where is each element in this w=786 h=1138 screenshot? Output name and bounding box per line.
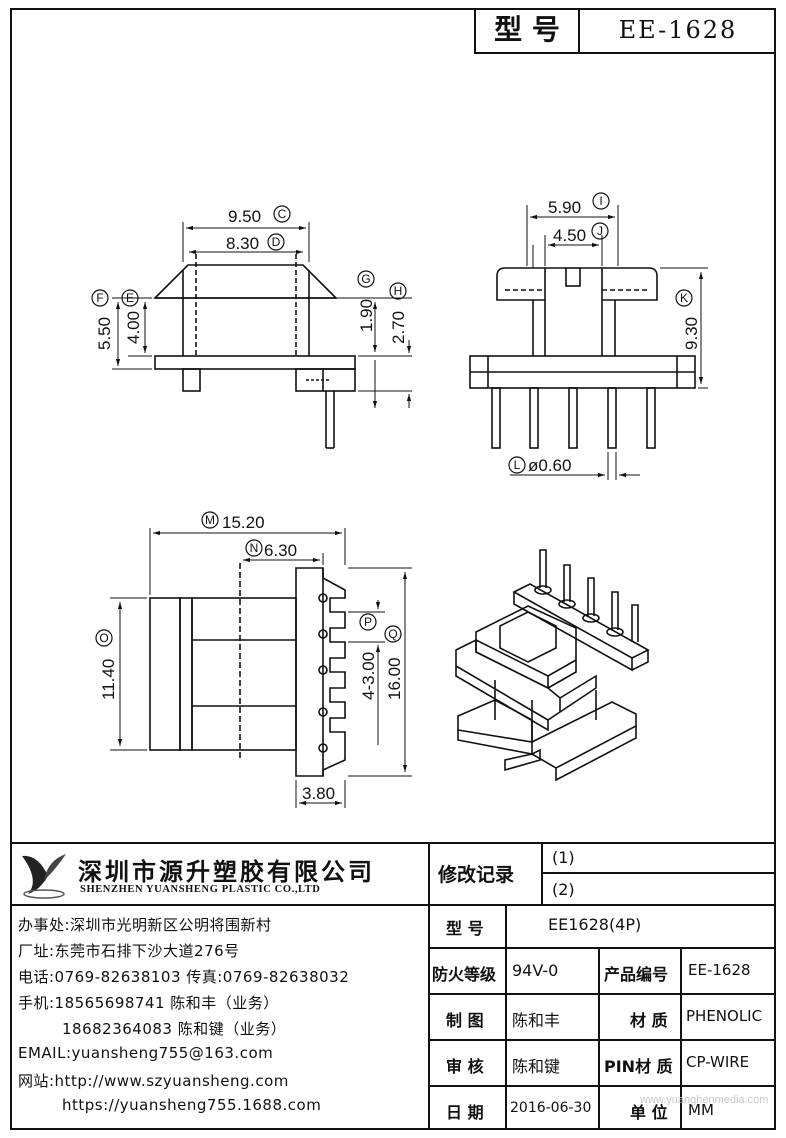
dim-e-letter: E — [126, 291, 134, 305]
dim-i-letter: I — [599, 194, 602, 208]
spec-date-label: 日 期 — [446, 1103, 484, 1122]
dim-m-letter: M — [205, 513, 215, 527]
dim-l-letter: L — [514, 458, 521, 472]
phone-fax: 电话:0769-82638103 传真:0769-82638032 — [18, 968, 350, 986]
front-view — [112, 222, 412, 449]
watermark: www.yuanghenmedia.com — [640, 1094, 769, 1106]
dim-i-value: 5.90 — [548, 198, 581, 217]
dim-j-value: 4.50 — [553, 226, 586, 245]
dim-m-value: 15.20 — [222, 513, 265, 532]
spec-material-label: 材 质 — [630, 1011, 668, 1030]
dim-d-letter: D — [272, 235, 281, 249]
dimension-labels: 9.50 C 8.30 D F E 5.50 4.00 G H 1.90 2.7… — [95, 194, 701, 803]
dim-l-value: ø0.60 — [528, 456, 571, 475]
dim-q-letter: Q — [388, 627, 397, 641]
isometric-view — [455, 549, 650, 782]
dim-g-letter: G — [361, 272, 370, 286]
technical-drawing: 9.50 C 8.30 D F E 5.50 4.00 G H 1.90 2.7… — [91, 192, 708, 808]
dimension-markers — [91, 192, 693, 647]
dim-g-value: 1.90 — [357, 299, 376, 332]
revision-1: (1) — [552, 848, 575, 867]
website-2: https://yuansheng755.1688.com — [62, 1096, 322, 1114]
spec-fire-label: 防火等级 — [432, 965, 497, 984]
dim-q-value: 16.00 — [385, 657, 404, 700]
dim-h-letter: H — [394, 284, 403, 298]
dim-f-value: 5.50 — [95, 317, 114, 350]
mobile-1: 手机:18565698741 陈和丰（业务） — [18, 994, 279, 1012]
dim-k-value: 9.30 — [682, 317, 701, 350]
factory-address: 厂址:东莞市石排下沙大道276号 — [18, 942, 240, 960]
spec-product-no-label: 产品编号 — [604, 965, 669, 984]
spec-date-value: 2016-06-30 — [510, 1100, 592, 1116]
spec-fire-value: 94V-0 — [512, 961, 559, 980]
dim-c-letter: C — [278, 207, 287, 221]
model-header-value: EE-1628 — [618, 16, 738, 44]
drawing-frame — [10, 8, 776, 1130]
email: EMAIL:yuansheng755@163.com — [18, 1044, 274, 1062]
model-header: 型 号 EE-1628 — [474, 8, 776, 54]
top-view-pin-holes — [318, 593, 328, 753]
dim-h-value: 2.70 — [389, 311, 408, 344]
company-name-en: SHENZHEN YUANSHENG PLASTIC CO.,LTD — [80, 884, 321, 895]
top-view — [110, 528, 412, 808]
spec-unit-label: 单 位 — [630, 1103, 668, 1122]
dim-c-value: 9.50 — [228, 207, 261, 226]
dim-o-letter: O — [99, 631, 108, 645]
spec-drawn-value: 陈和丰 — [512, 1011, 561, 1030]
dim-p-value: 4-3.00 — [359, 652, 378, 700]
dim-j-letter: J — [597, 224, 603, 238]
revision-2: (2) — [552, 880, 575, 899]
revision-label: 修改记录 — [438, 864, 515, 886]
side-view — [469, 205, 708, 480]
spec-drawn-label: 制 图 — [446, 1011, 484, 1030]
spec-model-value: EE1628(4P) — [548, 915, 642, 934]
spec-check-label: 审 核 — [446, 1057, 484, 1076]
spec-product-no-value: EE-1628 — [688, 961, 751, 979]
spec-pin-material-value: CP-WIRE — [686, 1053, 750, 1071]
dim-n-letter: N — [250, 541, 259, 555]
iso-pins — [534, 549, 639, 642]
spec-pin-material-label: PIN材 质 — [604, 1057, 673, 1076]
dim-d-value: 8.30 — [226, 234, 259, 253]
dim-e-value: 4.00 — [124, 311, 143, 344]
spec-model-label: 型 号 — [446, 919, 484, 938]
mobile-2: 18682364083 陈和键（业务） — [62, 1020, 287, 1038]
spec-check-value: 陈和键 — [512, 1057, 561, 1076]
spec-unit-value: MM — [688, 1101, 714, 1119]
dim-r-value: 3.80 — [302, 784, 335, 803]
dim-k-letter: K — [680, 291, 688, 305]
spec-material-value: PHENOLIC — [686, 1007, 763, 1025]
website: 网站:http://www.szyuansheng.com — [18, 1072, 289, 1090]
office-address: 办事处:深圳市光明新区公明将围新村 — [18, 916, 272, 934]
company-logo-icon — [22, 854, 66, 899]
dim-n-value: 6.30 — [264, 541, 297, 560]
company-name-cn: 深圳市源升塑胶有限公司 — [78, 858, 375, 886]
dim-o-value: 11.40 — [99, 659, 118, 700]
model-header-label: 型 号 — [476, 8, 580, 52]
dim-f-letter: F — [96, 291, 103, 305]
side-view-pins — [491, 387, 656, 449]
dim-p-letter: P — [364, 615, 372, 629]
